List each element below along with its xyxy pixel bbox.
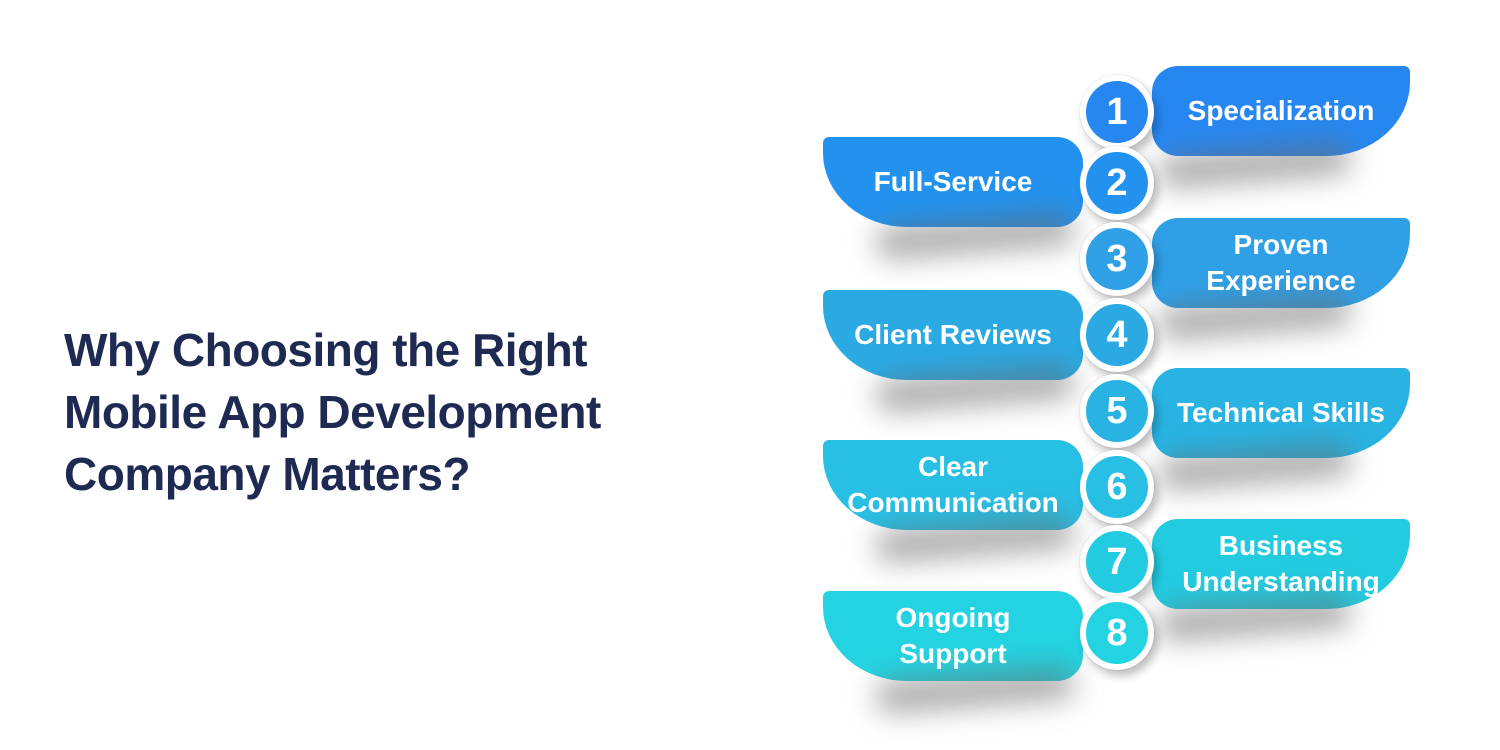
step-number-badge-2: 2 <box>1080 146 1154 220</box>
step-banner-specialization: Specialization <box>1152 66 1410 156</box>
step-number: 5 <box>1106 389 1128 432</box>
step-label: Technical Skills <box>1176 397 1386 428</box>
step-banner-clear-communication: Clear Communication <box>823 440 1083 530</box>
step-number-badge-7: 7 <box>1080 525 1154 599</box>
step-number: 6 <box>1106 465 1128 508</box>
step-banner-proven-experience: Proven Experience <box>1152 218 1410 308</box>
step-label: Clear Communication <box>847 451 1059 518</box>
step-label: Client Reviews <box>854 319 1052 350</box>
step-number: 3 <box>1106 237 1128 280</box>
step-label: Full-Service <box>873 166 1033 197</box>
step-label: Ongoing Support <box>895 602 1011 669</box>
step-banner-client-reviews: Client Reviews <box>823 290 1083 380</box>
step-number-badge-4: 4 <box>1080 298 1154 372</box>
step-banner-full-service: Full-Service <box>823 137 1083 227</box>
step-number-badge-3: 3 <box>1080 222 1154 296</box>
step-label: Specialization <box>1187 95 1375 126</box>
step-number-badge-1: 1 <box>1080 75 1154 149</box>
step-number: 1 <box>1106 90 1128 133</box>
step-number-badge-6: 6 <box>1080 450 1154 524</box>
step-label: Business Understanding <box>1182 530 1380 597</box>
page-title: Why Choosing the Right Mobile App Develo… <box>64 323 601 500</box>
step-number: 2 <box>1106 161 1128 204</box>
step-banner-business-understanding: Business Understanding <box>1152 519 1410 609</box>
step-banner-ongoing-support: Ongoing Support <box>823 591 1083 681</box>
step-banner-technical-skills: Technical Skills <box>1152 368 1410 458</box>
step-label: Proven Experience <box>1206 229 1356 296</box>
step-number: 7 <box>1106 540 1128 583</box>
step-number: 4 <box>1106 313 1128 356</box>
step-number-badge-8: 8 <box>1080 596 1154 670</box>
step-number-badge-5: 5 <box>1080 374 1154 448</box>
step-number: 8 <box>1106 611 1128 654</box>
